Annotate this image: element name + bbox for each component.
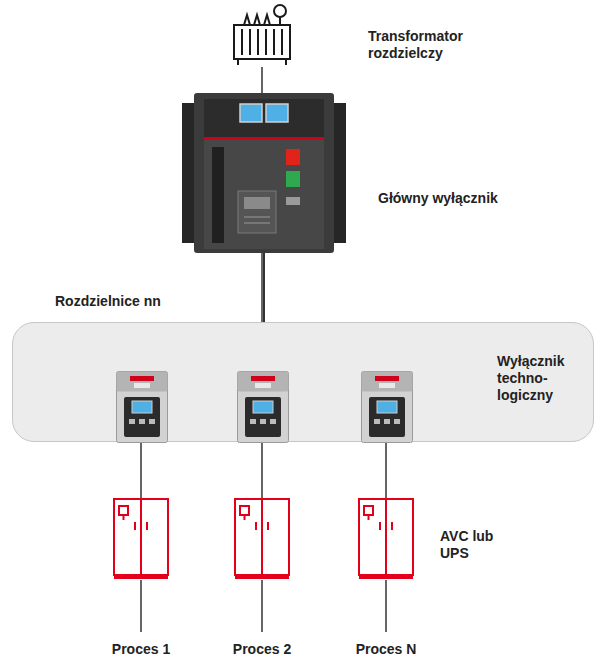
main-breaker: Główny wyłącznik (182, 93, 346, 253)
main-breaker-symbol (182, 93, 346, 253)
process-label: Proces N (356, 641, 417, 657)
node-label: Główny wyłącznik (378, 190, 578, 207)
node-label: Wyłącznik techno- logiczny (497, 353, 589, 404)
ups-cabinet-symbol (358, 498, 414, 580)
ups-cabinet-symbol (113, 498, 169, 580)
feeder-line (261, 580, 263, 632)
feeder-breaker-symbol (361, 371, 413, 443)
feeder-line (140, 580, 142, 632)
process-label-slot: Proces 1 (86, 640, 196, 658)
ups-cabinet (113, 498, 169, 580)
ups-cabinet (234, 498, 290, 580)
ups-cabinet: AVC lub UPS (358, 498, 414, 580)
switchboard-band: Rozdzielnice nnWyłącznik techno- logiczn… (12, 322, 594, 442)
feeder-breaker-symbol (237, 371, 289, 443)
feeder-breaker: Wyłącznik techno- logiczny (361, 371, 413, 443)
process-label-slot: Proces 2 (207, 640, 317, 658)
process-label: Proces 1 (112, 641, 170, 657)
node-label: AVC lub UPS (440, 528, 504, 562)
feeder-breaker-symbol (116, 371, 168, 443)
transformer: Transformator rozdzielczy (228, 3, 296, 67)
feeder-line (385, 580, 387, 632)
transformer-symbol (228, 3, 296, 67)
process-label-slot: Proces N (331, 640, 441, 658)
node-label: Transformator rozdzielczy (368, 28, 488, 62)
feeder-breaker (116, 371, 168, 443)
process-label: Proces 2 (233, 641, 291, 657)
feeder-breaker (237, 371, 289, 443)
node-label: Rozdzielnice nn (55, 293, 275, 310)
ups-cabinet-symbol (234, 498, 290, 580)
